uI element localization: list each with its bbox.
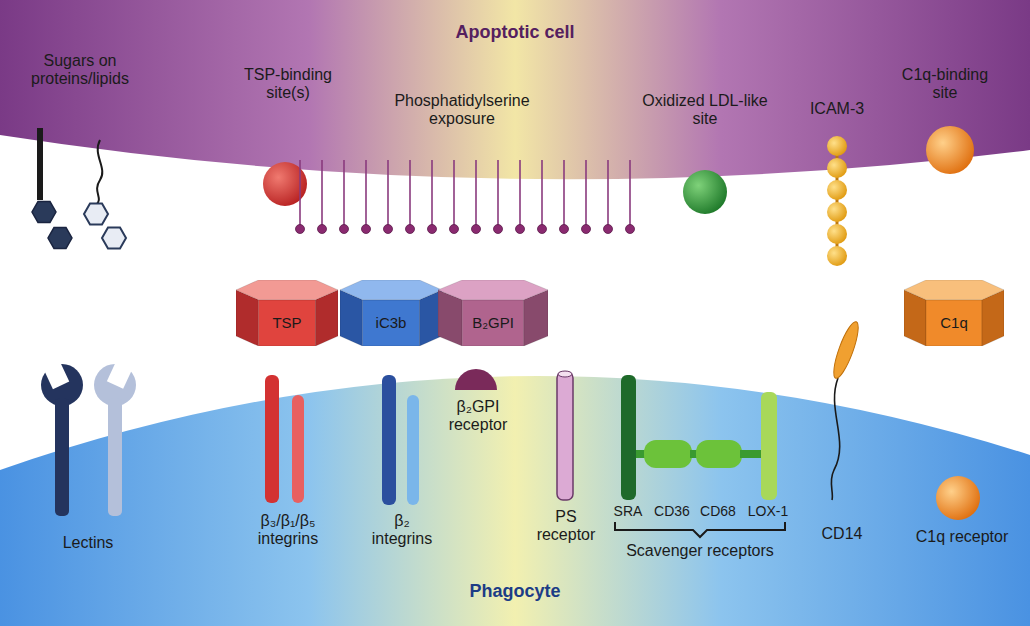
part-label: CD36 (650, 503, 694, 519)
label-holder: β₂GPI receptor (436, 398, 520, 435)
part-label: Phosphatidylserine exposure (376, 92, 548, 129)
bridging-molecule: B₂GPI (438, 280, 548, 346)
molecule-name: iC3b (340, 314, 442, 331)
prism-outline (340, 280, 442, 346)
label-holder: Phosphatidylserine exposure (376, 92, 548, 129)
label-holder: CD14 (812, 525, 872, 543)
label-holder: CD36 (650, 503, 694, 519)
part-label: TSP-binding site(s) (232, 66, 344, 103)
part-label: Sugars on proteins/lipids (18, 52, 143, 89)
cd14-anchor (829, 319, 863, 500)
phosphatidylserine-row (296, 160, 635, 234)
part-label: β₃/β₁/β₅ integrins (242, 512, 334, 549)
icam3-chain (827, 136, 847, 266)
c1q-binding-site (926, 126, 974, 174)
label-holder: Oxidized LDL-like site (634, 92, 776, 129)
cell-name: Phagocyte (0, 581, 1030, 602)
lectin-wrench (41, 364, 136, 516)
label-holder: CD68 (696, 503, 740, 519)
bridging-molecule: TSP (236, 280, 338, 346)
prism-outline (236, 280, 338, 346)
part-label: C1q receptor (904, 528, 1020, 546)
label-holder: TSP-binding site(s) (232, 66, 344, 103)
part-label: ICAM-3 (797, 100, 877, 118)
molecule-name: TSP (236, 314, 338, 331)
integrin-bars (265, 375, 304, 503)
label-holder: C1q receptor (904, 528, 1020, 546)
label-holder: C1q-binding site (893, 66, 997, 103)
b2gpi-receptor-dome (455, 369, 497, 390)
prism-outline (438, 280, 548, 346)
part-label: CD68 (696, 503, 740, 519)
part-label: β₂GPI receptor (436, 398, 520, 435)
c1q-receptor (936, 476, 980, 520)
label-holder: Sugars on proteins/lipids (18, 52, 143, 89)
ps-receptor-tube (557, 371, 573, 500)
integrin-bars (382, 375, 419, 505)
molecule-name: C1q (904, 314, 1004, 331)
part-label: CD14 (812, 525, 872, 543)
label-holder: ICAM-3 (797, 100, 877, 118)
sugar-chain (32, 128, 126, 248)
part-label: Scavenger receptors (612, 542, 788, 560)
part-label: LOX-1 (742, 503, 794, 519)
label-holder: Lectins (43, 534, 133, 552)
label-holder: Scavenger receptors (612, 542, 788, 560)
label-holder: LOX-1 (742, 503, 794, 519)
prism-outline (904, 280, 1004, 346)
bridging-molecule: iC3b (340, 280, 442, 346)
label-holder: β₃/β₁/β₅ integrins (242, 512, 334, 549)
part-label: C1q-binding site (893, 66, 997, 103)
label-holder: β₂ integrins (366, 512, 438, 549)
part-label: β₂ integrins (366, 512, 438, 549)
part-label: SRA (606, 503, 650, 519)
cell-name: Apoptotic cell (0, 22, 1030, 43)
cell-band: Apoptotic cell (0, 0, 1030, 240)
label-holder: SRA (606, 503, 650, 519)
oxldl-site (683, 170, 727, 214)
part-label: PS receptor (526, 508, 606, 545)
molecule-name: B₂GPI (438, 314, 548, 331)
label-holder: PS receptor (526, 508, 606, 545)
part-label: Lectins (43, 534, 133, 552)
bridging-molecule: C1q (904, 280, 1004, 346)
part-label: Oxidized LDL-like site (634, 92, 776, 129)
